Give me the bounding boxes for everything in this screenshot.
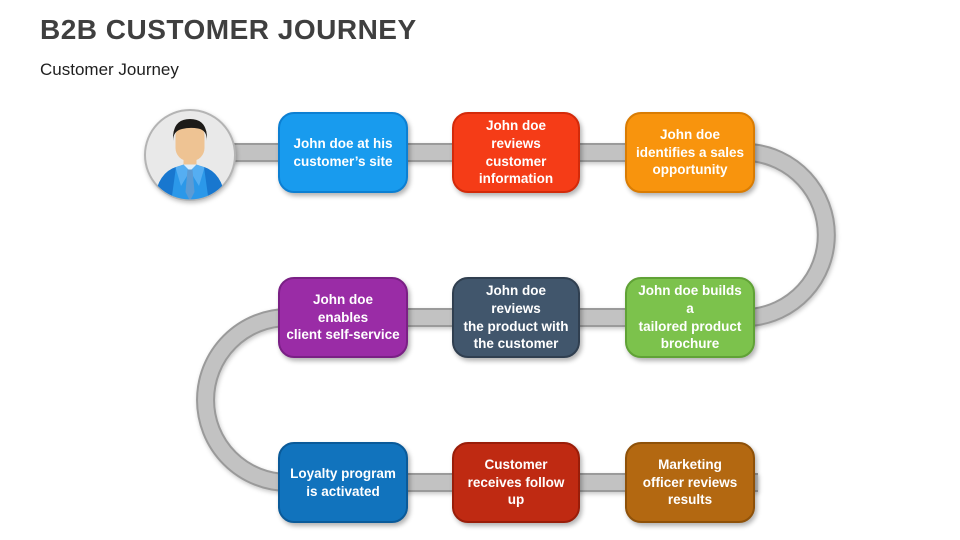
- journey-step-9: Marketing officer reviews results: [625, 442, 755, 523]
- businessman-avatar-icon: [144, 109, 236, 201]
- page-subtitle: Customer Journey: [40, 60, 179, 79]
- journey-step-6: John doe builds a tailored product broch…: [625, 277, 755, 358]
- journey-step-2: John doe reviews customer information: [452, 112, 580, 193]
- page-title: B2B CUSTOMER JOURNEY: [40, 14, 417, 45]
- journey-step-4: John doe enables client self-service: [278, 277, 408, 358]
- journey-step-1: John doe at his customer’s site: [278, 112, 408, 193]
- journey-step-8: Customer receives follow up: [452, 442, 580, 523]
- journey-step-7: Loyalty program is activated: [278, 442, 408, 523]
- journey-step-3: John doe identifies a sales opportunity: [625, 112, 755, 193]
- journey-step-5: John doe reviews the product with the cu…: [452, 277, 580, 358]
